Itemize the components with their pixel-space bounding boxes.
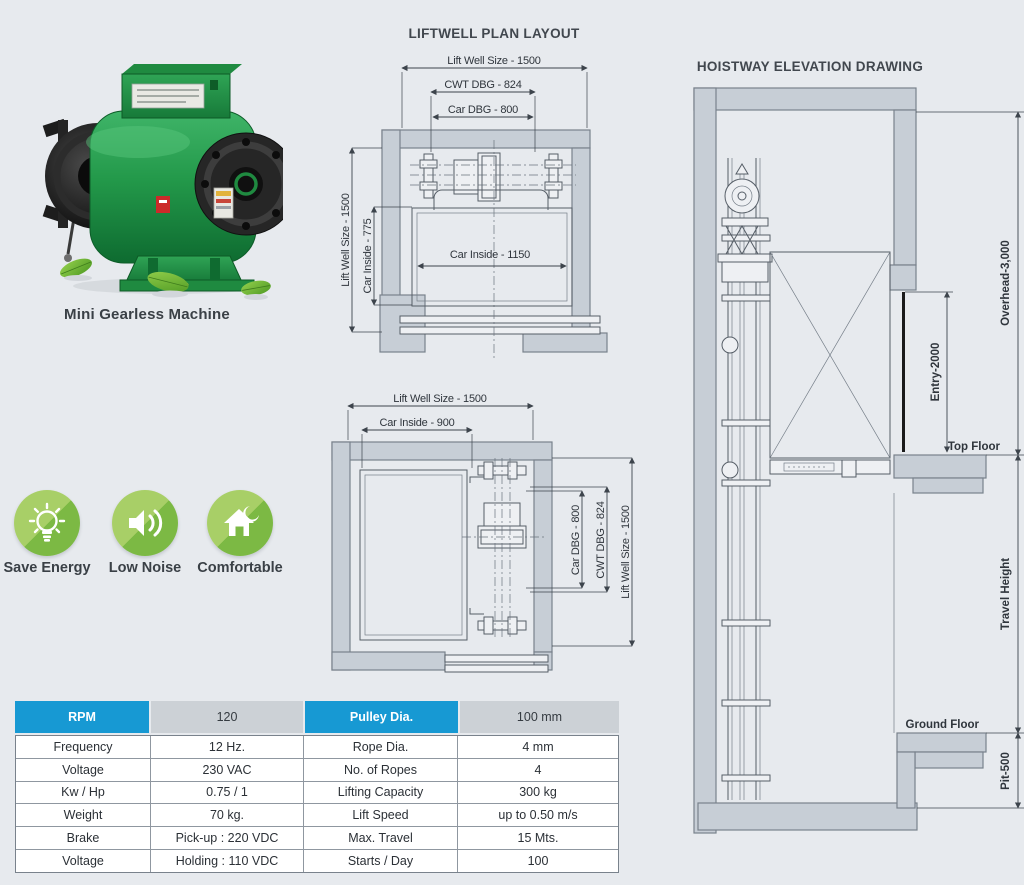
bulb-icon	[28, 502, 66, 542]
svg-text:Travel Height: Travel Height	[1000, 558, 1012, 630]
svg-text:Lift Well Size - 1500: Lift Well Size - 1500	[340, 193, 352, 287]
plan-layout-title: LIFTWELL PLAN LAYOUT	[408, 26, 580, 41]
low-noise-badge	[112, 490, 178, 556]
feature-label-comfortable: Comfortable	[197, 560, 283, 576]
elevation-car	[769, 251, 891, 478]
leaf-decorations	[59, 258, 271, 300]
table-cell: Max. Travel	[304, 827, 458, 850]
plan2-dim-lift-well-right: Lift Well Size - 1500	[552, 457, 636, 647]
table-cell: Lifting Capacity	[304, 781, 458, 805]
plan1-car	[411, 207, 573, 307]
table-cell: No. of Ropes	[304, 758, 458, 782]
plan1-dim-cwt-dbg: CWT DBG - 824	[430, 79, 536, 152]
rail-brackets	[721, 234, 771, 782]
header-cell-rpm-value: 120	[151, 701, 303, 733]
svg-text:Car Inside - 1150: Car Inside - 1150	[450, 249, 530, 261]
table-cell: Holding : 110 VDC	[151, 849, 304, 872]
elevation-title: HOISTWAY ELEVATION DRAWING	[696, 59, 924, 74]
table-cell: 12 Hz.	[151, 736, 304, 759]
table-cell: 70 kg.	[151, 804, 304, 828]
plan1-dim-lift-well-top: Lift Well Size - 1500	[401, 55, 588, 128]
ground-floor-slab	[896, 732, 987, 809]
svg-text:Lift Well Size - 1500: Lift Well Size - 1500	[447, 55, 541, 67]
ground-floor-label: Ground Floor	[906, 719, 980, 731]
svg-text:Car Inside - 900: Car Inside - 900	[379, 417, 454, 429]
plan2-dim-car-dbg: Car DBG - 800	[526, 490, 586, 589]
plan2-dim-car-inside-top: Car Inside - 900	[361, 417, 473, 468]
plan1-machine-assembly	[410, 140, 576, 358]
table-cell: Starts / Day	[304, 849, 458, 872]
liftwell-plan-1: Lift Well Size - 1500 CWT DBG - 824 Car …	[340, 55, 608, 358]
plan2-dim-cwt-dbg: CWT DBG - 824	[530, 486, 611, 593]
top-floor-slab	[893, 454, 987, 494]
feature-label-save-energy: Save Energy	[3, 560, 91, 576]
svg-text:Overhead-3,000: Overhead-3,000	[1000, 240, 1012, 326]
svg-text:Car DBG - 800: Car DBG - 800	[448, 104, 518, 116]
table-cell: 0.75 / 1	[151, 781, 304, 805]
dim-overhead: Overhead-3,000	[916, 111, 1024, 456]
speaker-icon	[129, 509, 163, 537]
dim-entry: Entry-2000	[905, 291, 953, 453]
cwt-sheave-bottom	[721, 461, 739, 479]
plan2-machine-assembly	[462, 458, 544, 640]
header-cell-pulley: Pulley Dia.	[305, 701, 458, 733]
table-cell: 300 kg	[458, 781, 618, 805]
svg-text:CWT DBG - 824: CWT DBG - 824	[595, 501, 607, 578]
svg-text:Lift Well Size - 1500: Lift Well Size - 1500	[393, 393, 487, 405]
top-floor-label: Top Floor	[948, 441, 1001, 453]
dim-travel-height: Travel Height	[1000, 454, 1022, 734]
elevation-walls	[693, 87, 918, 834]
table-cell: Voltage	[16, 849, 151, 872]
table-cell: 100	[458, 849, 618, 872]
terminal-box	[121, 64, 242, 119]
cwt-sheave-top	[721, 336, 739, 354]
table-cell: Voltage	[16, 758, 151, 782]
plan2-door-sill	[444, 654, 549, 673]
feature-label-low-noise: Low Noise	[108, 560, 182, 576]
warning-sticker	[213, 187, 234, 219]
table-cell: Rope Dia.	[304, 736, 458, 759]
hoistway-elevation-drawing: Overhead-3,000 Entry-2000 Top Floor Trav…	[693, 87, 1024, 834]
plan2-car	[359, 469, 468, 641]
svg-text:Car Inside - 775: Car Inside - 775	[362, 218, 374, 293]
table-cell: up to 0.50 m/s	[458, 804, 618, 828]
svg-text:Lift Well Size - 1500: Lift Well Size - 1500	[620, 505, 632, 599]
svg-text:Entry-2000: Entry-2000	[930, 343, 942, 402]
table-cell: Weight	[16, 804, 151, 828]
dim-pit: Pit-500	[917, 732, 1024, 809]
table-cell: 4 mm	[458, 736, 618, 759]
table-cell: 15 Mts.	[458, 827, 618, 850]
plan1-dim-car-dbg: Car DBG - 800	[432, 104, 534, 121]
header-cell-rpm: RPM	[15, 701, 149, 733]
save-energy-badge	[14, 490, 80, 556]
elevation-machine	[717, 163, 773, 479]
table-cell: 4	[458, 758, 618, 782]
red-label	[156, 196, 170, 213]
spec-table-body: Frequency 12 Hz. Rope Dia. 4 mm Voltage …	[15, 735, 619, 873]
table-cell: Pick-up : 220 VDC	[151, 827, 304, 850]
house-icon	[224, 506, 259, 536]
plan1-dim-car-inside-left: Car Inside - 775	[362, 206, 412, 306]
svg-text:Pit-500: Pit-500	[1000, 752, 1012, 790]
plan2-dim-lift-well-top: Lift Well Size - 1500	[347, 393, 534, 440]
table-cell: Lift Speed	[304, 804, 458, 828]
spec-table-header: RPM 120 Pulley Dia. 100 mm	[15, 701, 619, 733]
table-cell: Frequency	[16, 736, 151, 759]
machine-caption: Mini Gearless Machine	[64, 306, 230, 323]
header-cell-pulley-value: 100 mm	[460, 701, 619, 733]
car-platform	[769, 459, 891, 475]
gearless-machine-illustration	[42, 64, 283, 300]
liftwell-plan-2: Lift Well Size - 1500 Car Inside - 900 C…	[331, 393, 636, 673]
comfortable-badge	[207, 490, 273, 556]
landing-door-line	[902, 292, 905, 452]
table-cell: Brake	[16, 827, 151, 850]
table-cell: Kw / Hp	[16, 781, 151, 805]
svg-text:Car DBG - 800: Car DBG - 800	[570, 505, 582, 575]
spec-table: RPM 120 Pulley Dia. 100 mm Frequency 12 …	[15, 701, 619, 873]
table-cell: 230 VAC	[151, 758, 304, 782]
svg-text:CWT DBG - 824: CWT DBG - 824	[444, 79, 521, 91]
plan1-dim-lift-well-left: Lift Well Size - 1500	[340, 147, 382, 333]
plan1-door-sill	[399, 315, 601, 335]
plan1-dim-car-inside: Car Inside - 1150	[417, 249, 567, 270]
